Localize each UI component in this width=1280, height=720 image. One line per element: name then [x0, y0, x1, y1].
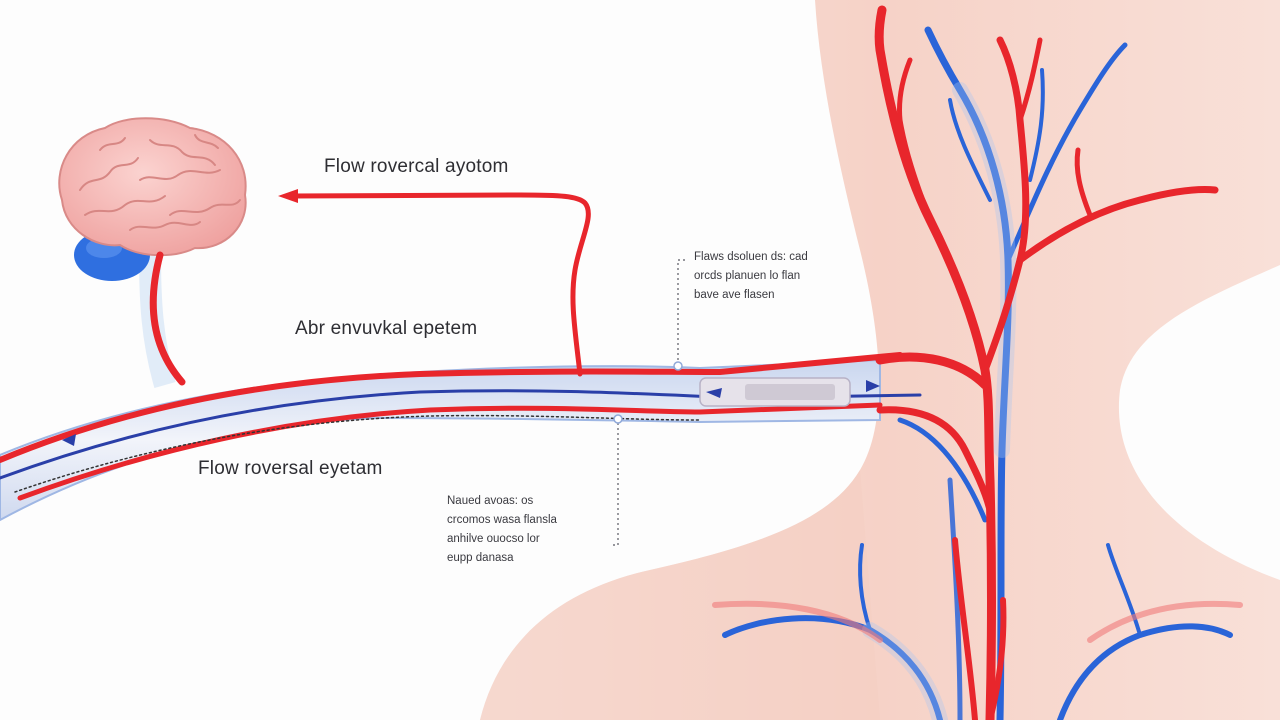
upper-callout-line: Flaws dsoluen ds: cad	[694, 251, 808, 263]
lower-callout-line: crcomos wasa flansla	[447, 514, 557, 526]
catheter-red-line-lower	[17, 402, 883, 501]
shoulder-shade	[480, 470, 880, 720]
flow-arrow-icon	[278, 189, 298, 203]
bottom-flow-label: Flow roversal eyetam	[198, 458, 383, 479]
middle-system-label: Abr envuvkal epetem	[295, 318, 478, 339]
neck-arteries	[874, 5, 1219, 720]
upper-callout-line: orcds planuen lo flan	[694, 270, 801, 282]
upper-callout-text: Flaws dsoluen ds: cad orcds planuen lo f…	[694, 248, 854, 305]
catheter-red-line-top	[0, 352, 903, 463]
lower-callout-text: Naued avoas: os crcomos wasa flansla anh…	[447, 492, 612, 568]
upper-callout-line: bave ave flasen	[694, 289, 775, 301]
lower-callout-line: anhilve ouocso lor	[447, 533, 540, 545]
flow-reversal-loop	[289, 192, 591, 377]
lower-callout-line: eupp danasa	[447, 552, 514, 564]
top-flow-label: Flow roverсal ayotom	[324, 156, 509, 177]
brain-icon	[58, 117, 247, 389]
callout-leaders	[612, 259, 688, 546]
brain-artery-loop	[149, 251, 186, 386]
lower-callout-line: Naued avoas: os	[447, 495, 534, 507]
flow-arrow-icon	[62, 380, 880, 446]
catheter-blue-line	[0, 389, 922, 480]
